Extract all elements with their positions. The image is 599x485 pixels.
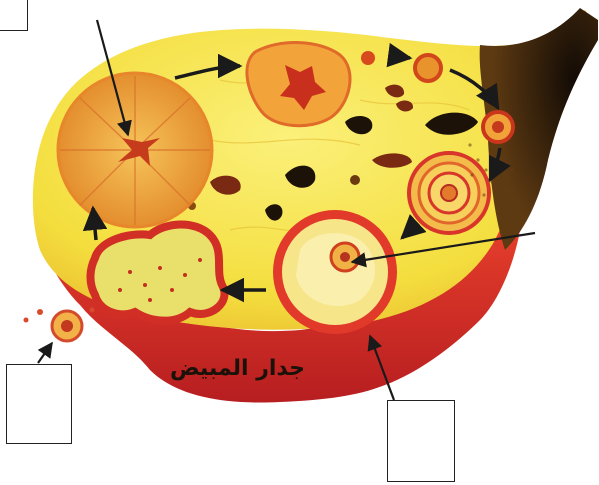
ovary-wall-label: جدار المبيض	[150, 356, 325, 381]
answer-box-bottom-right[interactable]	[387, 400, 455, 482]
secondary-follicle	[409, 153, 489, 233]
answer-box-top-left[interactable]	[0, 0, 28, 31]
ruptured-follicle	[90, 224, 224, 320]
corpus-luteum	[58, 73, 212, 227]
mature-follicle	[273, 210, 397, 334]
corpus-albicans	[247, 43, 350, 126]
answer-box-bottom-left[interactable]	[6, 364, 72, 444]
released-ovum	[24, 308, 95, 342]
